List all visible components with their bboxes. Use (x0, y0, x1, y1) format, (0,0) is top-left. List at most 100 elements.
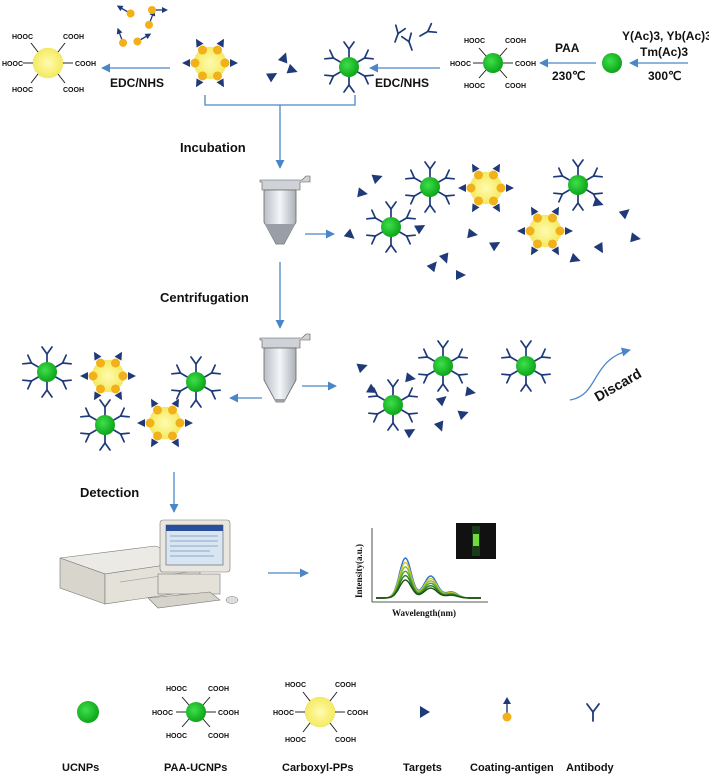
legend-label-antibody: Antibody (566, 762, 615, 774)
legend-pp-cooh-br: COOH (335, 737, 356, 744)
y-yb-acetate: Y(Ac)3, Yb(Ac)3 (622, 29, 709, 43)
legend-cooh-tr: COOH (208, 686, 229, 693)
coating-antigen-icon (116, 27, 128, 47)
legend-antibody-icon (586, 703, 600, 722)
ucnp-core (433, 356, 453, 376)
target-icon (343, 228, 355, 239)
antibody-icon (355, 70, 375, 85)
antibody-icon (419, 22, 438, 37)
hooc-tl1: HOOC (12, 34, 33, 41)
legend-label-ucnps: UCNPs (62, 762, 99, 774)
hooc-l2: HOOC (450, 61, 471, 68)
antibody-icon (572, 159, 584, 177)
antibody-icon (437, 374, 449, 392)
antibody-icon (111, 407, 131, 422)
spectrum-curve (376, 557, 481, 599)
loose-antigens (116, 5, 168, 47)
target-icon (467, 228, 478, 239)
legend: HOOC COOH HOOC COOH HOOC COOH HOOC COOH … (62, 682, 615, 774)
ucnp-core (383, 395, 403, 415)
antibody-ucnp (552, 159, 604, 211)
antigen-pp (80, 351, 136, 401)
antibody-icon (53, 354, 73, 369)
antibody-icon (532, 348, 552, 363)
antibody-icon (99, 399, 111, 417)
ucnp-top (602, 53, 622, 73)
hooc-bl1: HOOC (12, 87, 33, 94)
antibody-icon (111, 428, 131, 443)
edc-nhs-2: EDC/NHS (375, 76, 429, 90)
legend-coating-antigen-icon (502, 697, 512, 722)
cooh-br1: COOH (63, 87, 84, 94)
edc-nhs-1: EDC/NHS (110, 76, 164, 90)
ucnp-core (516, 356, 536, 376)
antibody-icon (584, 167, 604, 182)
legend-label-targets: Targets (403, 762, 442, 774)
antibody-icon (500, 348, 520, 363)
coating-antigen-icon (133, 33, 152, 46)
antibody-icon (355, 49, 375, 64)
target-icon (426, 261, 437, 273)
target-icon (489, 242, 501, 252)
antibody-ucnp (21, 346, 73, 398)
antibody-icon (500, 369, 520, 384)
coating-antigen-icon (116, 5, 135, 18)
antibody-ucnp (170, 356, 222, 408)
antigen-pp (517, 206, 573, 256)
antibody-icon (552, 167, 572, 182)
antibody-icon (387, 379, 399, 397)
spectrum-curve (376, 570, 481, 599)
legend-pp-hooc-bl: HOOC (285, 737, 306, 744)
antibody-icon (424, 161, 436, 179)
ucnp-core (95, 415, 115, 435)
legend-label-paa-ucnps: PAA-UCNPs (164, 762, 227, 774)
antibody-icon (572, 193, 584, 211)
target-icon (286, 63, 298, 74)
target-icon (618, 209, 630, 220)
antibody-icon (202, 364, 222, 379)
antibody-ucnp (365, 201, 417, 253)
antibody-icon (449, 348, 469, 363)
spectrum-xlabel: Wavelength(nm) (392, 608, 456, 618)
coating-antigen-icon (148, 6, 168, 14)
antibody-icon (400, 32, 413, 51)
ucnp-core (568, 175, 588, 195)
target-icon (405, 372, 416, 383)
antibody-icon (323, 49, 343, 64)
ucnp-core (186, 372, 206, 392)
antibody-icon (449, 369, 469, 384)
target-icon (356, 363, 368, 374)
antibody-icon (404, 169, 424, 184)
target-icon (433, 420, 444, 432)
legend-ucnp-icon (77, 701, 99, 723)
cooh-tr1: COOH (63, 34, 84, 41)
hooc-tl2: HOOC (464, 38, 485, 45)
emission-spectrum: Intensity(a.u.) Wavelength(nm) (354, 523, 496, 618)
antibody-icon (365, 230, 385, 245)
antibody-icon (552, 188, 572, 203)
hooc-l1: HOOC (2, 61, 23, 68)
ucnp-core (381, 217, 401, 237)
antibody-icon (436, 190, 456, 205)
antibody-icon (367, 408, 387, 423)
antibody-icon (343, 75, 355, 93)
legend-label-carboxyl-pps: Carboxyl-PPs (282, 762, 354, 774)
legend-hooc-l: HOOC (152, 710, 173, 717)
legend-cooh-br: COOH (208, 733, 229, 740)
target-icon (404, 429, 416, 439)
antibody-icon (397, 209, 417, 224)
antibody-icon (399, 408, 419, 423)
target-icon (592, 196, 604, 207)
cooh-tr2: COOH (505, 38, 526, 45)
antigen-pp (137, 398, 193, 448)
legend-hooc-tl: HOOC (166, 686, 187, 693)
target-icon (277, 52, 288, 64)
temp-230: 230℃ (552, 69, 586, 83)
antibody-icon (170, 364, 190, 379)
target-icon (457, 410, 469, 421)
tube-centrifugation (259, 333, 311, 403)
target-icon (630, 232, 641, 243)
antibody-ucnp (500, 340, 552, 392)
target-icon (357, 187, 368, 198)
legend-label-coating-antigen: Coating-antigen (470, 762, 554, 774)
